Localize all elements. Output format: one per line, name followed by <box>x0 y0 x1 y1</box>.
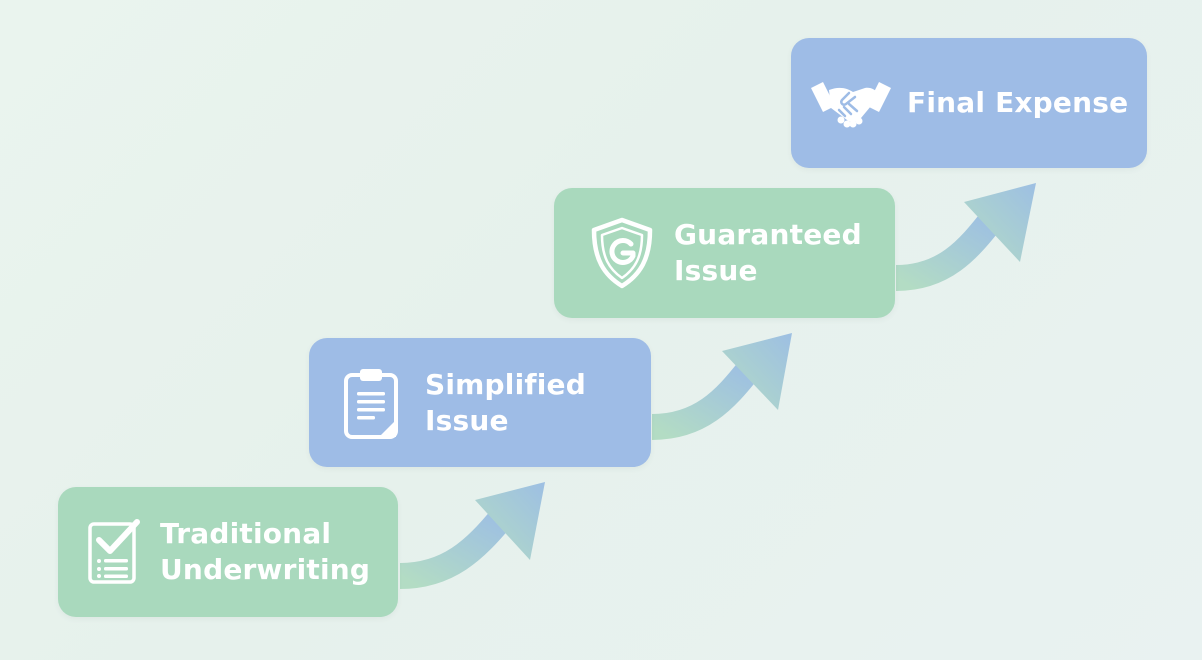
step-simplified-issue: Simplified Issue <box>309 338 651 467</box>
checklist-icon <box>86 518 142 586</box>
step-final-expense: Final Expense <box>791 38 1147 168</box>
step-label-line2: Issue <box>674 254 758 287</box>
step-traditional-underwriting: Traditional Underwriting <box>58 487 398 617</box>
step-label-line2: Issue <box>425 403 509 437</box>
step-label: Final Expense <box>907 85 1128 121</box>
step-label-line1: Guaranteed <box>674 218 862 251</box>
shield-g-icon <box>588 217 656 289</box>
step-guaranteed-issue: Guaranteed Issue <box>554 188 895 318</box>
arrow-2 <box>651 333 792 440</box>
arrow-3 <box>895 183 1036 291</box>
step-label: Traditional Underwriting <box>160 516 370 588</box>
step-label-line1: Final Expense <box>907 86 1129 119</box>
step-label: Simplified Issue <box>425 367 586 439</box>
handshake-icon <box>809 76 893 130</box>
step-label-line1: Simplified <box>425 367 586 401</box>
step-label-line2: Underwriting <box>160 553 371 586</box>
clipboard-icon <box>341 367 401 439</box>
step-label: Guaranteed Issue <box>674 217 862 289</box>
arrow-1 <box>399 482 545 589</box>
step-label-line1: Traditional <box>160 517 332 550</box>
